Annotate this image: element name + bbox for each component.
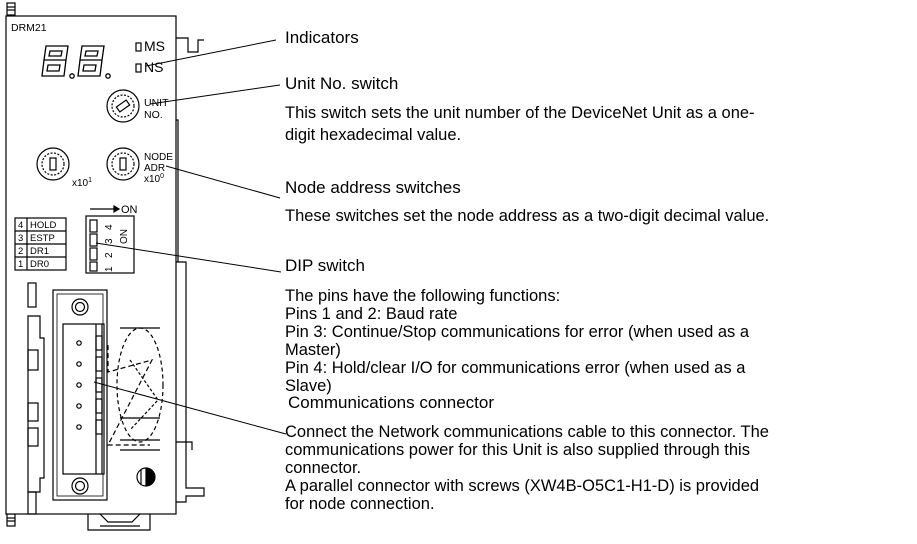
dip-switch-desc-0: The pins have the following functions: <box>285 287 561 305</box>
node-address-switch-x10 <box>36 147 70 181</box>
on-arrow <box>90 204 121 214</box>
left-slot-2 <box>27 402 39 422</box>
leader-lines <box>93 39 287 435</box>
unit-switch-label-2: NO. <box>144 109 163 121</box>
node-address-switch-x1 <box>106 147 140 181</box>
ms-label: MS <box>144 38 165 54</box>
left-slot-top <box>27 282 37 308</box>
node-label-1: NODE <box>144 152 173 163</box>
dip-table-name-3: ESTP <box>30 233 55 244</box>
left-slot-bottom <box>27 491 37 515</box>
dip-on-label: ON <box>119 229 130 244</box>
connector-desc-2: connector. <box>285 459 362 477</box>
ns-label: NS <box>144 59 163 75</box>
dip-pin-2: 2 <box>104 252 115 258</box>
left-slot-3 <box>27 427 39 447</box>
connector-desc-0: Connect the Network communications cable… <box>285 423 769 441</box>
dip-table-num-4: 4 <box>18 220 23 231</box>
connector-desc-3: A parallel connector with screws (XW4B-O… <box>285 477 760 495</box>
dip-pin-4: 4 <box>104 224 115 230</box>
bottom-hook <box>6 513 16 527</box>
unit-no-switch-desc-2: digit hexadecimal value. <box>285 126 462 144</box>
connector-heading: Communications connector <box>288 393 494 412</box>
dip-table-name-4: HOLD <box>30 220 57 231</box>
dip-table-num-1: 1 <box>18 259 23 270</box>
dip-table-num-2: 2 <box>18 246 23 257</box>
dip-switch-desc-3: Master) <box>285 341 341 359</box>
ns-led <box>135 63 142 73</box>
communications-connector <box>52 289 108 501</box>
dip-switch-desc-4: Pin 4: Hold/clear I/O for communications… <box>285 359 746 377</box>
dip-table-num-3: 3 <box>18 233 23 244</box>
node-address-heading: Node address switches <box>285 178 461 197</box>
indicators-heading: Indicators <box>285 28 359 47</box>
dip-switch-heading: DIP switch <box>285 256 365 275</box>
dip-switch-desc-5: Slave) <box>285 377 332 395</box>
unit-no-switch-desc-1: This switch sets the unit number of the … <box>285 104 755 122</box>
dip-pin-3: 3 <box>104 238 115 244</box>
dip-switch-desc-1: Pins 1 and 2: Baud rate <box>285 305 458 323</box>
node-x10-label: x101 <box>72 177 92 189</box>
connector-desc-1: communications power for this Unit is al… <box>285 441 750 459</box>
connector-desc-4: for node connection. <box>285 495 435 513</box>
seven-segment-display <box>41 45 111 79</box>
node-label-2: ADR <box>144 163 165 174</box>
dip-function-table <box>14 217 67 271</box>
cable-illustration <box>107 327 164 451</box>
left-slot-1 <box>27 349 39 371</box>
unit-side-profile <box>176 37 205 503</box>
dip-table-name-2: DR1 <box>30 246 49 257</box>
dip-pin-1: 1 <box>104 266 115 272</box>
top-hook <box>6 2 16 16</box>
unit-number-switch <box>106 89 140 123</box>
node-address-desc: These switches set the node address as a… <box>285 207 770 225</box>
lock-knob <box>136 467 156 487</box>
unit-no-switch-heading: Unit No. switch <box>285 74 399 93</box>
ms-led <box>135 42 142 52</box>
node-label-3: x100 <box>144 173 164 185</box>
dip-switch <box>85 215 135 274</box>
bottom-mount <box>87 513 151 531</box>
dip-table-name-1: DR0 <box>30 259 49 270</box>
dip-switch-desc-2: Pin 3: Continue/Stop communications for … <box>285 323 750 341</box>
on-label: ON <box>121 204 138 216</box>
model-label: DRM21 <box>11 22 47 34</box>
